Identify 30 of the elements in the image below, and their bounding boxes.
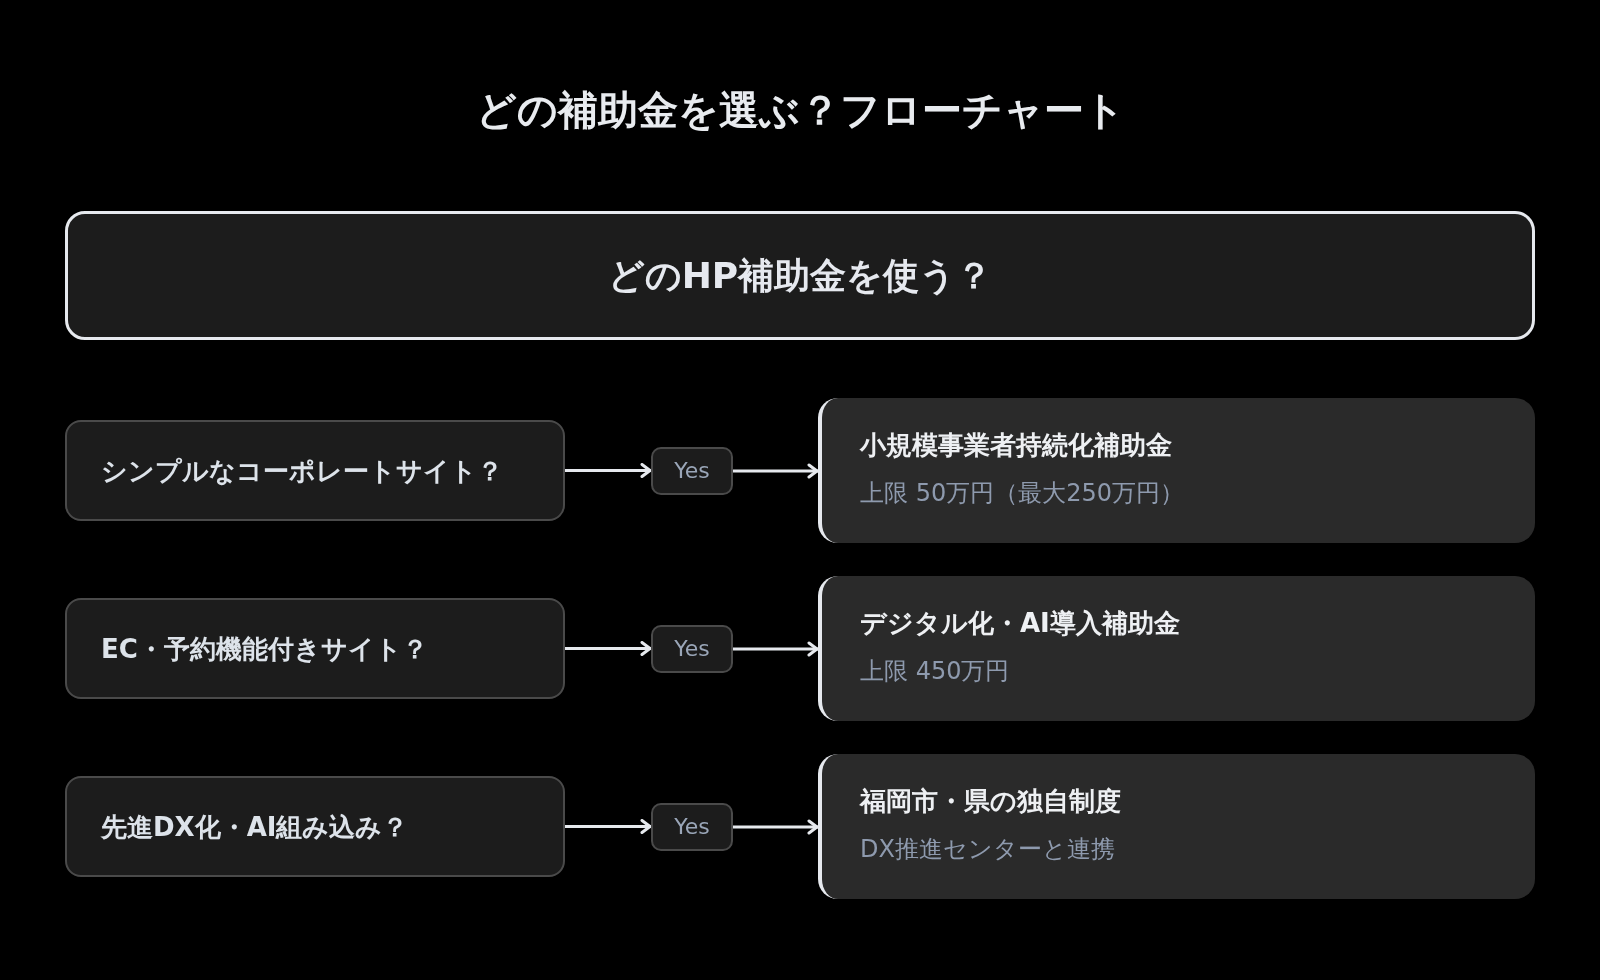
main-question: どのHP補助金を使う？ — [607, 253, 993, 298]
question-text: シンプルなコーポレートサイト？ — [101, 454, 503, 488]
question-box — [65, 420, 565, 521]
result-card — [818, 398, 1535, 543]
answer-box — [651, 625, 733, 673]
subsidy-detail: DX推進センターと連携 — [860, 834, 1115, 865]
subsidy-name: デジタル化・AI導入補助金 — [860, 607, 1180, 640]
question-box — [65, 776, 565, 877]
arrow — [731, 463, 820, 479]
question-box — [65, 598, 565, 699]
answer-box — [651, 447, 733, 495]
answer-box — [651, 803, 733, 851]
subsidy-name: 小規模事業者持続化補助金 — [860, 429, 1172, 462]
arrow — [731, 819, 820, 835]
answer-label: Yes — [674, 813, 710, 841]
chart-title: どの補助金を選ぶ？フローチャート — [475, 86, 1125, 135]
result-card — [818, 576, 1535, 721]
subsidy-detail: 上限 50万円（最大250万円） — [860, 478, 1184, 509]
question-text: 先進DX化・AI組み込み？ — [101, 810, 409, 844]
subsidy-name: 福岡市・県の独自制度 — [860, 785, 1121, 818]
arrow — [731, 641, 820, 657]
arrow — [563, 641, 653, 656]
result-card — [818, 754, 1535, 899]
question-text: EC・予約機能付きサイト？ — [101, 632, 428, 666]
answer-label: Yes — [674, 635, 710, 663]
heading-box — [65, 211, 1535, 340]
answer-label: Yes — [674, 457, 710, 485]
arrow — [563, 819, 653, 834]
arrow — [563, 463, 653, 478]
subsidy-detail: 上限 450万円 — [860, 656, 1010, 687]
